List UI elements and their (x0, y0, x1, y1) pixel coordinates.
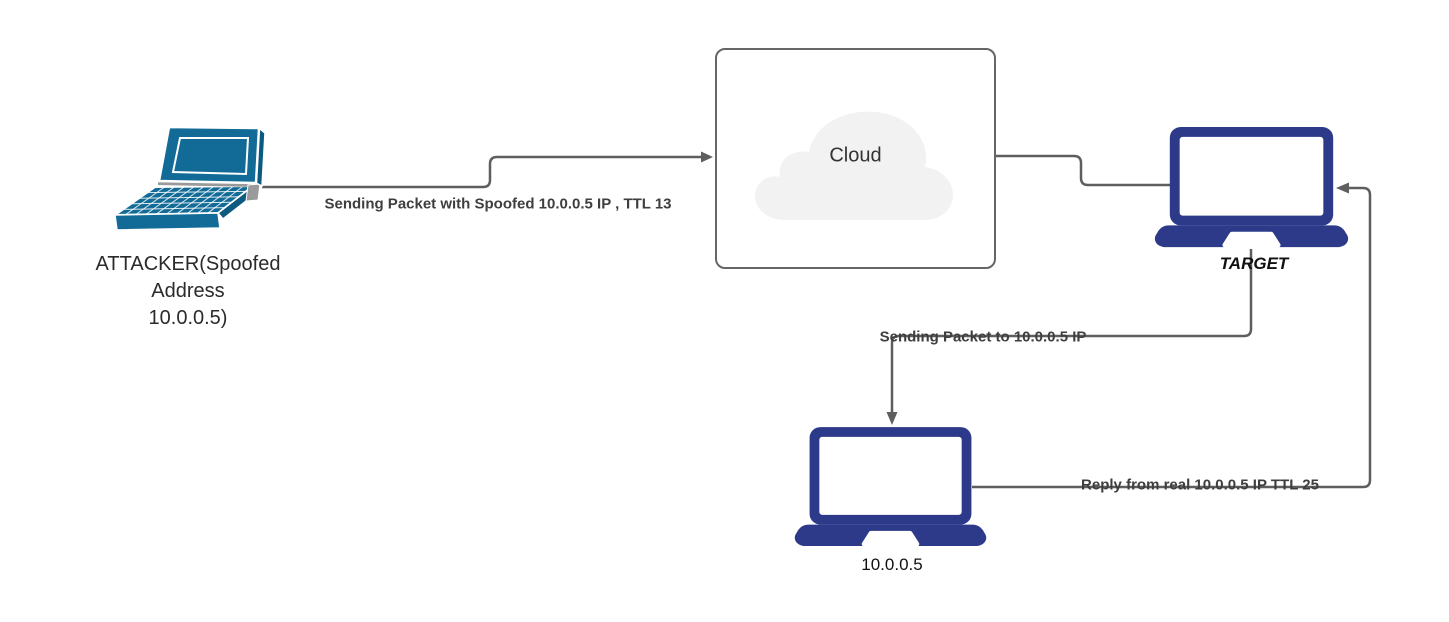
realhost-laptop-screen (819, 436, 962, 515)
cloud-shape (755, 111, 953, 220)
target-laptop-screen (1179, 136, 1324, 216)
cloud-box: Cloud (715, 48, 996, 269)
arrowhead-left-icon (1336, 182, 1349, 194)
attacker-label-line1: ATTACKER(Spoofed (95, 253, 281, 275)
attacker-label: ATTACKER(Spoofed Address 10.0.0.5) (96, 251, 281, 332)
realhost-laptop-notch (861, 530, 920, 547)
attacker-laptop-keyboard-grid (122, 185, 247, 216)
edge-label-attacker-to-cloud: Sending Packet with Spoofed 10.0.0.5 IP … (324, 195, 672, 213)
edge-target-to-realhost (890, 249, 1253, 412)
attacker-laptop-icon (111, 125, 266, 231)
attacker-label-line2: Address (151, 280, 225, 302)
edge-lines (262, 154, 1372, 489)
attacker-laptop-lid (157, 125, 266, 188)
realhost-label: 10.0.0.5 (861, 555, 923, 574)
cloud-label: Cloud (829, 144, 882, 167)
edge-attacker-to-cloud (262, 155, 701, 189)
realhost-laptop-icon (794, 427, 987, 547)
edge-arrowheads (701, 151, 1349, 425)
arrowhead-right-icon (701, 151, 713, 163)
target-laptop-icon (1154, 127, 1349, 248)
edge-realhost-to-target (972, 186, 1372, 489)
target-label: TARGET (1219, 254, 1289, 273)
edge-label-realhost-to-target: Reply from real 10.0.0.5 IP TTL 25 (1081, 476, 1319, 494)
cloud-icon (755, 111, 953, 220)
edge-label-target-to-realhost: Sending Packet to 10.0.0.5 IP (879, 328, 1087, 346)
arrowhead-down-icon (886, 412, 898, 425)
attacker-label-line3: 10.0.0.5) (148, 307, 228, 329)
target-laptop-notch (1222, 231, 1281, 248)
edge-cloud-to-target (996, 154, 1172, 187)
